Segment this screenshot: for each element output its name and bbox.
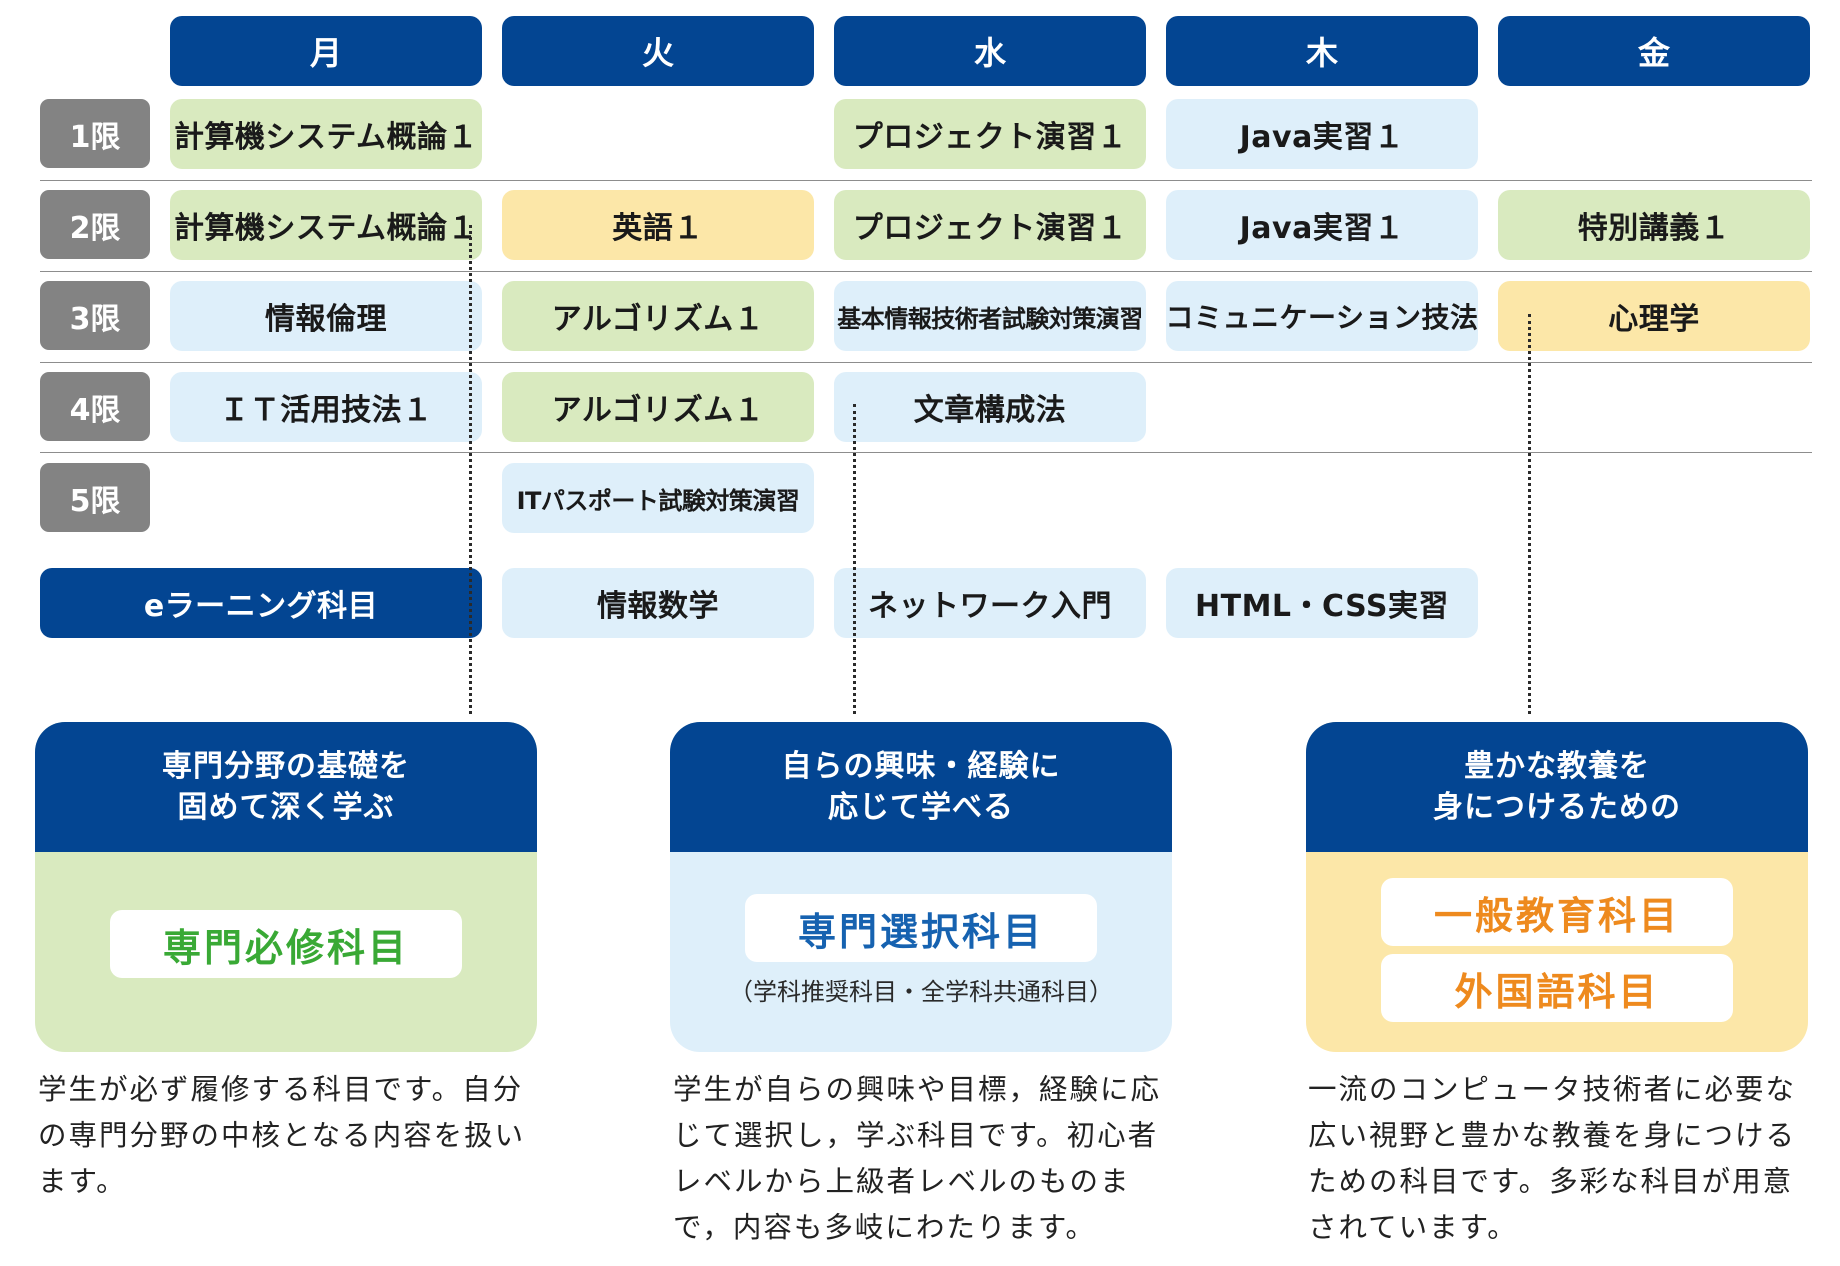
day-header-tue: 火 <box>502 16 814 86</box>
course-cell: Java実習１ <box>1166 99 1478 169</box>
category-description: 学生が自らの興味や目標，経験に応じて選択し，学ぶ科目です。初心者レベルから上級者… <box>673 1073 1162 1244</box>
period-label-3: 3限 <box>40 281 150 350</box>
card-header: 自らの興味・経験に 応じて学べる <box>670 722 1172 852</box>
period-label-1: 1限 <box>40 99 150 168</box>
card-header: 専門分野の基礎を 固めて深く学ぶ <box>35 722 537 852</box>
category-card-general: 豊かな教養を 身につけるための 一般教育科目 外国語科目 <box>1306 722 1808 1052</box>
course-cell: ITパスポート試験対策演習 <box>502 463 814 533</box>
course-cell: Java実習１ <box>1166 190 1478 260</box>
row-divider <box>40 271 1812 272</box>
category-card-required: 専門分野の基礎を 固めて深く学ぶ 専門必修科目 <box>35 722 537 1052</box>
course-cell: 計算機システム概論１ <box>170 99 482 169</box>
dotted-connector-general <box>1528 314 1531 714</box>
course-cell: アルゴリズム１ <box>502 281 814 351</box>
course-cell: 心理学 <box>1498 281 1810 351</box>
course-cell: 計算機システム概論１ <box>170 190 482 260</box>
category-label: 専門必修科目 <box>110 910 462 978</box>
card-header: 豊かな教養を 身につけるための <box>1306 722 1808 852</box>
card-header-line: 固めて深く学ぶ <box>177 790 395 825</box>
card-header-line: 専門分野の基礎を <box>162 749 410 784</box>
course-cell: 基本情報技術者試験対策演習 <box>834 281 1146 351</box>
card-header-line: 自らの興味・経験に <box>781 749 1061 784</box>
card-header-line: 応じて学べる <box>828 790 1014 825</box>
day-header-wed: 水 <box>834 16 1146 86</box>
category-label: 一般教育科目 <box>1381 878 1733 946</box>
course-cell: アルゴリズム１ <box>502 372 814 442</box>
row-divider <box>40 362 1812 363</box>
course-cell: 英語１ <box>502 190 814 260</box>
course-cell: コミュニケーション技法 <box>1166 281 1478 351</box>
day-header-fri: 金 <box>1498 16 1810 86</box>
elearning-course: HTML・CSS実習 <box>1166 568 1478 638</box>
dotted-connector-required <box>469 225 472 714</box>
period-label-2: 2限 <box>40 190 150 259</box>
day-header-thu: 木 <box>1166 16 1478 86</box>
course-cell: 特別講義１ <box>1498 190 1810 260</box>
elearning-course: 情報数学 <box>502 568 814 638</box>
category-label: 専門選択科目 <box>745 894 1097 962</box>
period-label-4: 4限 <box>40 372 150 441</box>
category-note: （学科推奨科目・全学科共通科目） <box>729 978 1113 1006</box>
card-header-line: 身につけるための <box>1433 790 1681 825</box>
category-label: 外国語科目 <box>1381 954 1733 1022</box>
category-card-elective: 自らの興味・経験に 応じて学べる 専門選択科目 （学科推奨科目・全学科共通科目） <box>670 722 1172 1052</box>
course-cell: 文章構成法 <box>834 372 1146 442</box>
card-header-line: 豊かな教養を <box>1464 749 1650 784</box>
row-divider <box>40 180 1812 181</box>
category-description: 学生が必ず履修する科目です。自分の専門分野の中核となる内容を扱います。 <box>38 1073 526 1198</box>
course-cell: プロジェクト演習１ <box>834 190 1146 260</box>
course-cell: ＩＴ活用技法１ <box>170 372 482 442</box>
dotted-connector-elective <box>853 404 856 714</box>
course-cell: プロジェクト演習１ <box>834 99 1146 169</box>
period-label-5: 5限 <box>40 463 150 532</box>
row-divider <box>40 452 1812 453</box>
elearning-label: eラーニング科目 <box>40 568 482 638</box>
day-header-mon: 月 <box>170 16 482 86</box>
course-cell: 情報倫理 <box>170 281 482 351</box>
elearning-course: ネットワーク入門 <box>834 568 1146 638</box>
category-description: 一流のコンピュータ技術者に必要な広い視野と豊かな教養を身につけるための科目です。… <box>1308 1073 1797 1244</box>
